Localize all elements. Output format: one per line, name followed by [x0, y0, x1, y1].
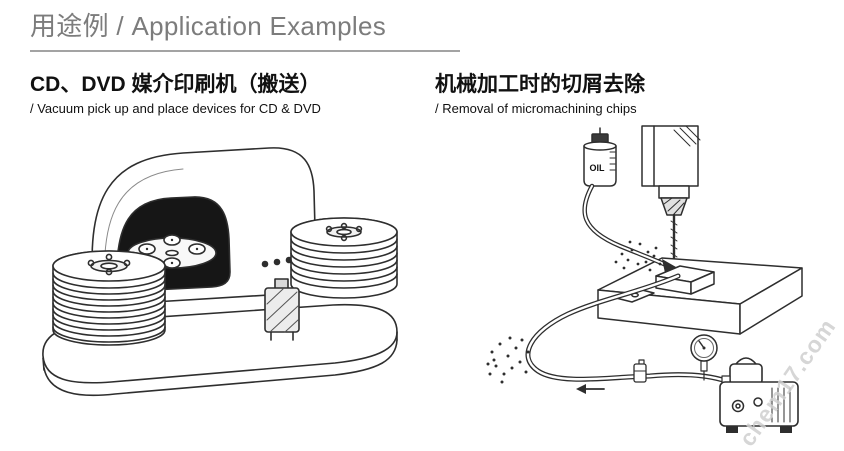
spray-nozzle-icon	[662, 259, 676, 273]
suction-hose	[525, 273, 729, 384]
header-divider	[30, 50, 460, 52]
vacuum-ejector-unit	[264, 278, 300, 341]
cd-dvd-machine-drawing	[42, 147, 398, 397]
page-header: 用途例 / Application Examples	[30, 6, 460, 52]
chip-particles-drill	[614, 240, 662, 272]
example-chip-removal: 机械加工时的切屑去除 / Removal of micromachining c…	[435, 68, 840, 116]
drill-chuck	[658, 185, 690, 216]
oil-label: OIL	[590, 163, 606, 173]
page-title: 用途例 / Application Examples	[30, 11, 387, 41]
example-chip-removal-title: 机械加工时的切屑去除	[435, 73, 645, 96]
pressure-gauge-icon	[690, 334, 718, 381]
cd-stack-right	[290, 217, 398, 299]
example-cd-dvd: CD、DVD 媒介印刷机（搬送） / Vacuum pick up and pl…	[30, 68, 430, 116]
chip-removal-drawing: OIL	[486, 125, 803, 433]
inline-valve	[633, 359, 647, 383]
cd-dvd-machine-illustration	[35, 136, 430, 436]
machine-column	[641, 125, 701, 187]
example-chip-removal-subtitle: / Removal of micromachining chips	[435, 101, 637, 116]
vacuum-pump	[719, 357, 799, 433]
example-cd-dvd-title: CD、DVD 媒介印刷机（搬送）	[30, 73, 321, 96]
rotary-cd-carousel	[116, 196, 231, 292]
cd-stack-front	[52, 250, 166, 346]
work-table	[597, 257, 803, 335]
flow-arrow-icon	[576, 384, 605, 394]
oil-bottle: OIL	[583, 127, 617, 187]
chip-removal-illustration: OIL	[480, 124, 844, 442]
chip-particles-floor	[486, 336, 530, 384]
example-cd-dvd-subtitle: / Vacuum pick up and place devices for C…	[30, 101, 321, 116]
oil-hose	[582, 183, 669, 268]
